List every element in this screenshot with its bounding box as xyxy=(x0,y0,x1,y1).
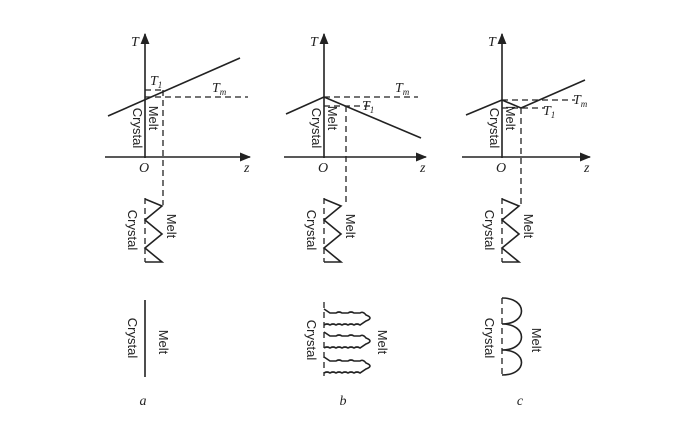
t1-label-main: T xyxy=(150,74,159,89)
z-axis-label: z xyxy=(419,161,426,176)
tm-label: Tm xyxy=(573,93,588,109)
crystal-label-bottom: Crystal xyxy=(482,318,497,359)
cellular-interface xyxy=(501,297,523,376)
panel-letter: c xyxy=(517,394,524,409)
crystal-label-bottom: Crystal xyxy=(304,320,319,361)
tm-label-sub: m xyxy=(220,87,227,97)
tm-label-main: T xyxy=(212,81,221,96)
panel-letter: b xyxy=(340,394,347,409)
t-axis-label: T xyxy=(488,35,497,50)
temperature-profile xyxy=(285,96,422,139)
crystal-label-mid: Crystal xyxy=(125,210,140,251)
t1-label: T1 xyxy=(150,74,162,90)
t-axis-label: T xyxy=(131,35,140,50)
dendrite-2 xyxy=(323,331,371,349)
t-axis-label: T xyxy=(310,35,319,50)
melt-label-top: Melt xyxy=(325,106,340,131)
t1-label-sub: 1 xyxy=(158,80,163,90)
tm-label: Tm xyxy=(395,81,410,97)
crystal-label-top: Crystal xyxy=(309,108,324,149)
crystal-label-top: Crystal xyxy=(487,108,502,149)
z-axis-label: z xyxy=(583,161,590,176)
t1-label-sub: 1 xyxy=(551,110,556,120)
t1-label: T1 xyxy=(362,99,374,115)
melt-label-bottom: Melt xyxy=(529,328,544,353)
zigzag-interface xyxy=(143,198,165,263)
melt-label-mid: Melt xyxy=(343,214,358,239)
zigzag-interface xyxy=(500,198,522,263)
t1-label-sub: 1 xyxy=(370,105,375,115)
t1-label-main: T xyxy=(543,104,552,119)
t1-label-main: T xyxy=(362,99,371,114)
dendrite-1 xyxy=(323,308,371,326)
origin-label: O xyxy=(496,161,506,176)
tm-label-sub: m xyxy=(581,99,588,109)
melt-label-top: Melt xyxy=(146,106,161,131)
origin-label: O xyxy=(318,161,328,176)
melt-label-bottom: Melt xyxy=(156,330,171,355)
tm-label: Tm xyxy=(212,81,227,97)
panel-letter: a xyxy=(140,394,147,409)
t1-label: T1 xyxy=(543,104,555,120)
temperature-profile xyxy=(465,79,586,116)
tm-label-main: T xyxy=(573,93,582,108)
crystal-label-bottom: Crystal xyxy=(125,318,140,359)
crystal-label-mid: Crystal xyxy=(482,210,497,251)
melt-label-mid: Melt xyxy=(521,214,536,239)
crystal-label-top: Crystal xyxy=(130,108,145,149)
tm-label-main: T xyxy=(395,81,404,96)
melt-label-mid: Melt xyxy=(164,214,179,239)
temperature-profile xyxy=(107,57,241,117)
z-axis-label: z xyxy=(243,161,250,176)
origin-label: O xyxy=(139,161,149,176)
tm-label-sub: m xyxy=(403,87,410,97)
dendrite-3 xyxy=(323,356,371,374)
zigzag-interface xyxy=(322,198,344,263)
crystal-label-mid: Crystal xyxy=(304,210,319,251)
melt-label-bottom: Melt xyxy=(375,330,390,355)
melt-label-top: Melt xyxy=(503,106,518,131)
